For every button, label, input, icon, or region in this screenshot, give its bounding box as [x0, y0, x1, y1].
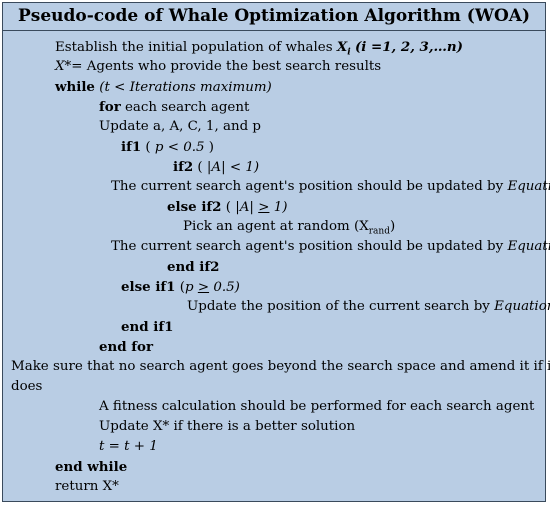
- line-end-if1: end if1: [121, 319, 174, 335]
- line-update-best: Update X* if there is a better solution: [99, 419, 356, 434]
- line-best-agents: X*= Agents who provide the best search r…: [55, 59, 382, 74]
- line-update-position-2: The current search agent's position shou…: [111, 239, 550, 254]
- line-increment: t = t + 1: [99, 439, 158, 454]
- line-end-for: end for: [99, 339, 154, 355]
- line-if1: if1 ( p < 0.5 ): [121, 139, 215, 155]
- line-while: while (t < Iterations maximum): [55, 79, 272, 95]
- line-fitness: A fitness calculation should be performe…: [99, 399, 535, 414]
- line-end-if2: end if2: [167, 259, 220, 275]
- line-if2: if2 ( |A| < 1): [173, 159, 260, 175]
- line-boundary-check: Make sure that no search agent goes beyo…: [11, 359, 550, 374]
- line-init-population: Establish the initial population of whal…: [55, 39, 463, 58]
- line-update-position-3: Update the position of the current searc…: [187, 299, 550, 314]
- line-boundary-check-cont: does: [11, 379, 43, 394]
- line-update-params: Update a, A, C, 1, and p: [99, 119, 261, 134]
- line-update-position-1: The current search agent's position shou…: [111, 179, 550, 194]
- pseudocode-title: Pseudo-code of Whale Optimization Algori…: [3, 3, 545, 31]
- line-for: for each search agent: [99, 99, 250, 115]
- line-pick-random: Pick an agent at random (Xrand): [183, 219, 396, 237]
- line-end-while: end while: [55, 459, 128, 475]
- line-return: return X*: [55, 479, 119, 494]
- line-else-if2: else if2 ( |A| > 1): [167, 199, 288, 215]
- line-else-if1: else if1 (p > 0.5): [121, 279, 240, 295]
